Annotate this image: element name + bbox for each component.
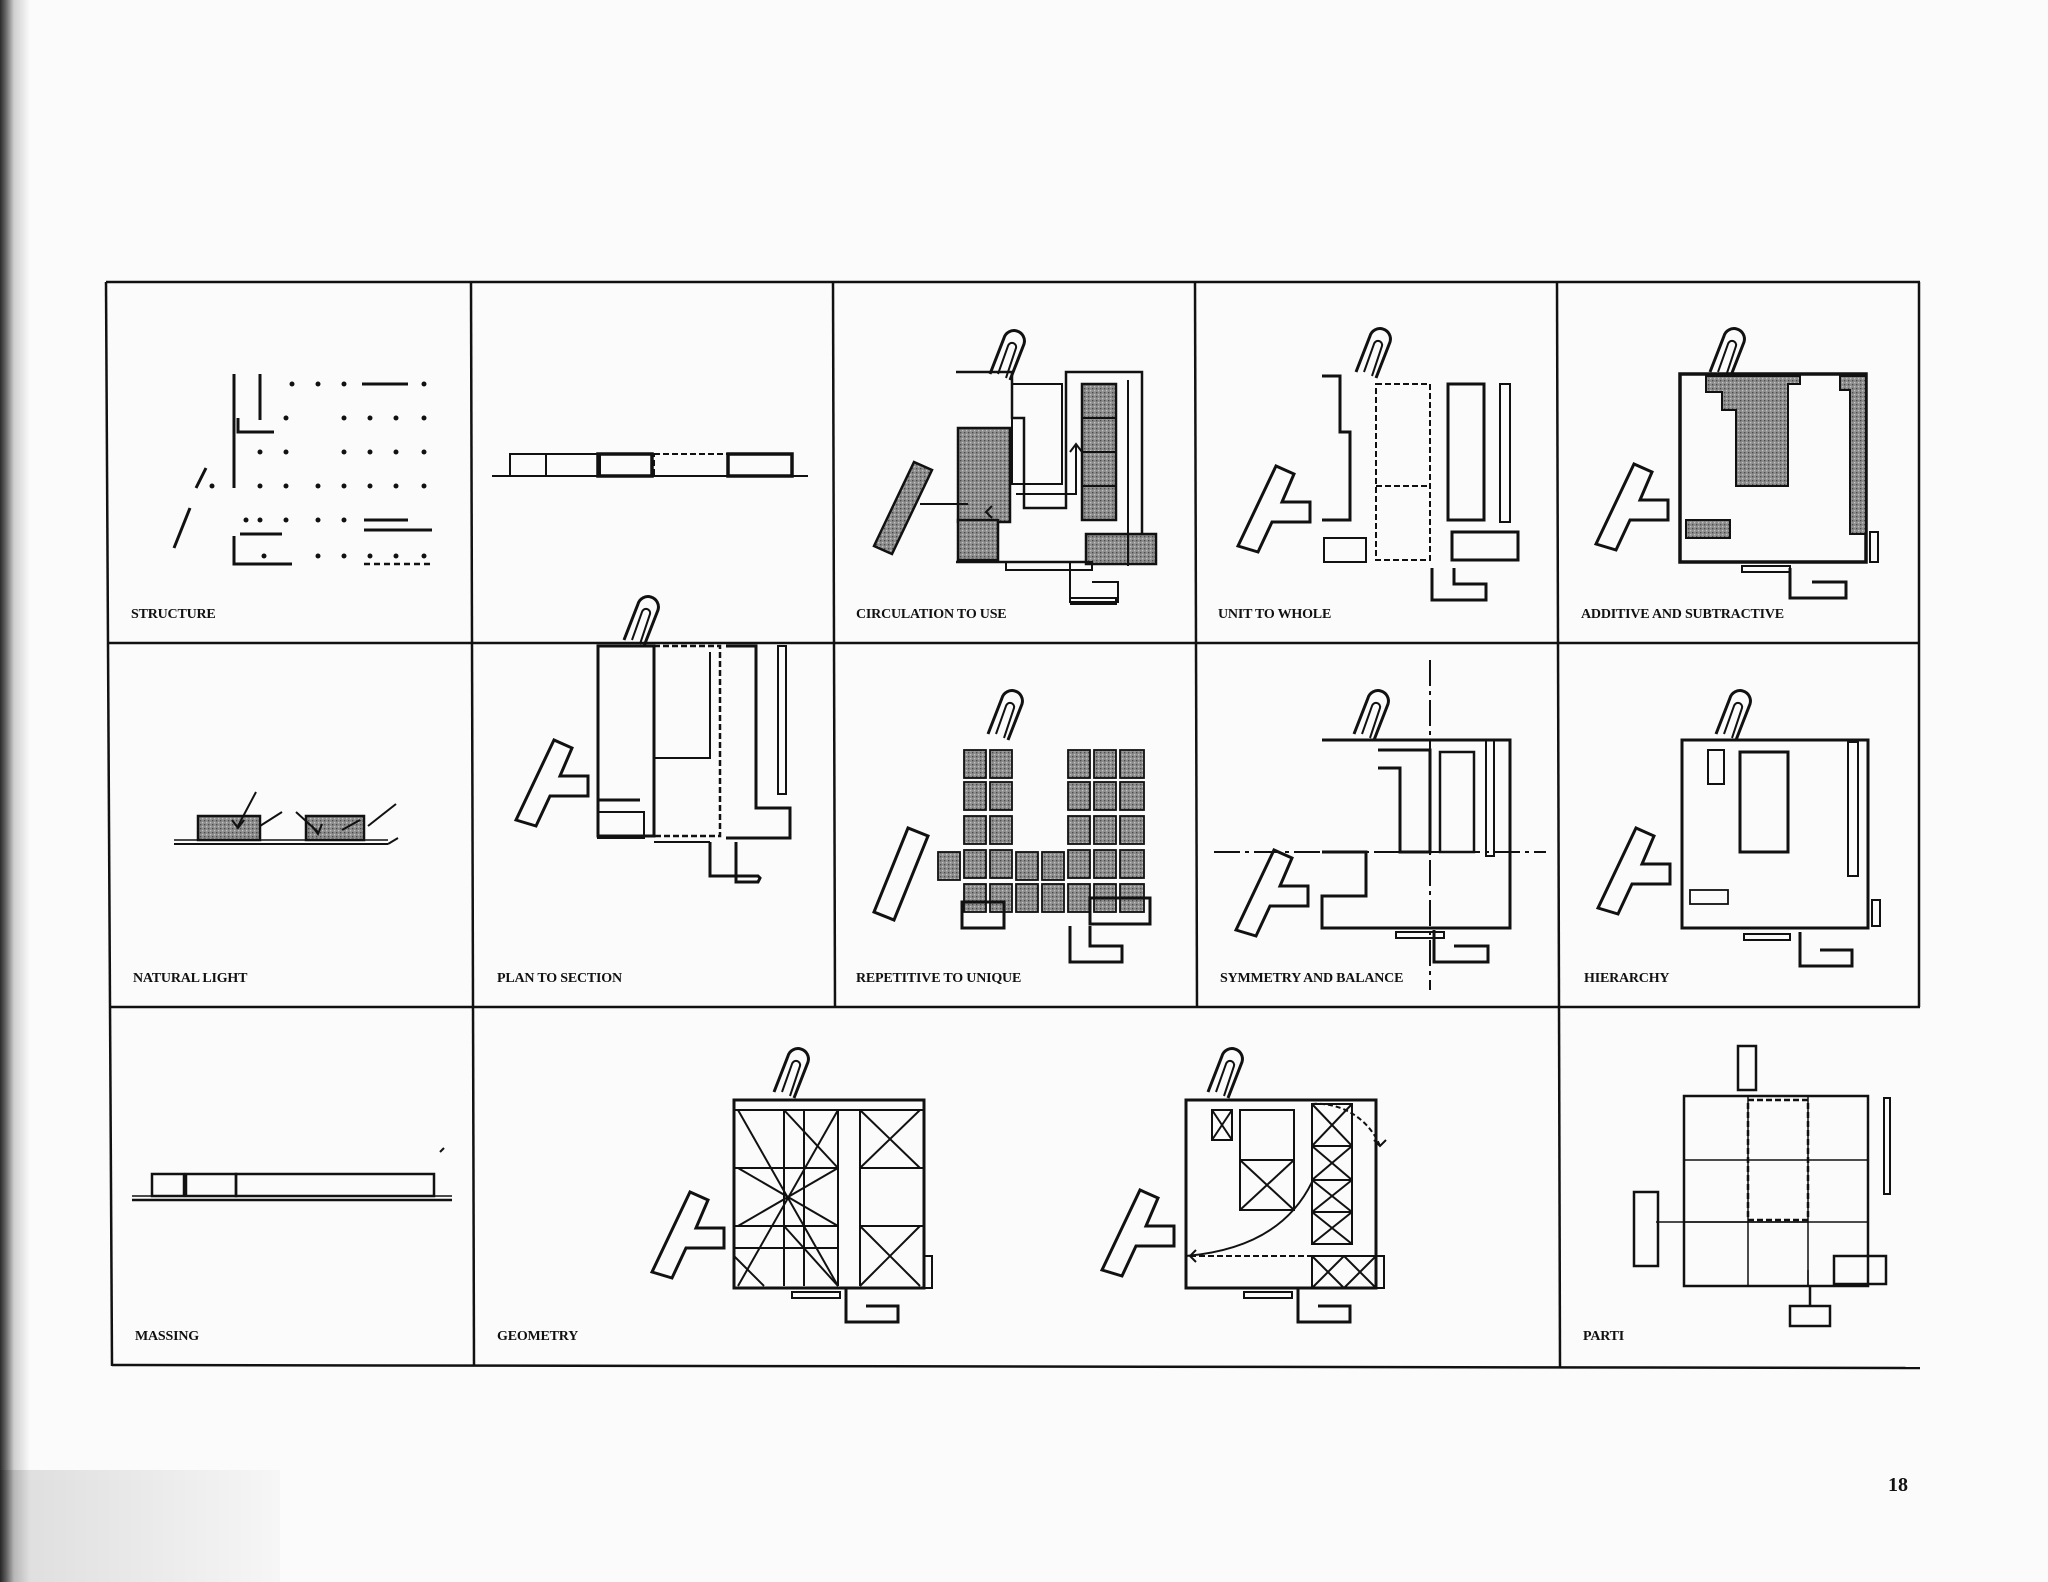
natural-light-diagram bbox=[174, 791, 399, 845]
hierarchy-diagram bbox=[1596, 689, 1881, 968]
label-symmetry-and-balance: SYMMETRY AND BALANCE bbox=[1220, 971, 1404, 986]
unit-to-whole-diagram bbox=[1236, 327, 1520, 602]
label-natural-light: NATURAL LIGHT bbox=[133, 971, 248, 986]
label-repetitive-to-unique: REPETITIVE TO UNIQUE bbox=[856, 971, 1022, 986]
structure-diagram bbox=[172, 374, 432, 566]
label-plan-to-section: PLAN TO SECTION bbox=[497, 971, 622, 986]
label-massing: MASSING bbox=[135, 1329, 199, 1344]
additive-and-subtractive-diagram bbox=[1594, 327, 1879, 600]
label-hierarchy: HIERARCHY bbox=[1584, 971, 1670, 986]
geometry-diagram-left bbox=[650, 1047, 933, 1324]
parti-diagram bbox=[1632, 1044, 1891, 1328]
repetitive-to-unique-diagram bbox=[872, 689, 1152, 964]
page-number: 18 bbox=[1888, 1474, 1908, 1496]
label-circulation-to-use: CIRCULATION TO USE bbox=[856, 607, 1007, 622]
massing-diagram bbox=[132, 1147, 452, 1202]
label-parti: PARTI bbox=[1583, 1329, 1625, 1344]
label-unit-to-whole: UNIT TO WHOLE bbox=[1218, 607, 1332, 622]
plan-to-section-diagram bbox=[492, 452, 808, 884]
label-structure: STRUCTURE bbox=[131, 607, 216, 622]
label-geometry: GEOMETRY bbox=[497, 1329, 579, 1344]
circulation-to-use-diagram bbox=[872, 329, 1158, 605]
symmetry-and-balance-diagram bbox=[1214, 660, 1546, 990]
grid-frame bbox=[104, 280, 1921, 1370]
geometry-diagram-right bbox=[1100, 1047, 1387, 1324]
label-additive-and-subtractive: ADDITIVE AND SUBTRACTIVE bbox=[1581, 607, 1784, 622]
scan-shadow-edge bbox=[0, 0, 30, 1582]
scan-shadow-corner bbox=[0, 1470, 280, 1582]
